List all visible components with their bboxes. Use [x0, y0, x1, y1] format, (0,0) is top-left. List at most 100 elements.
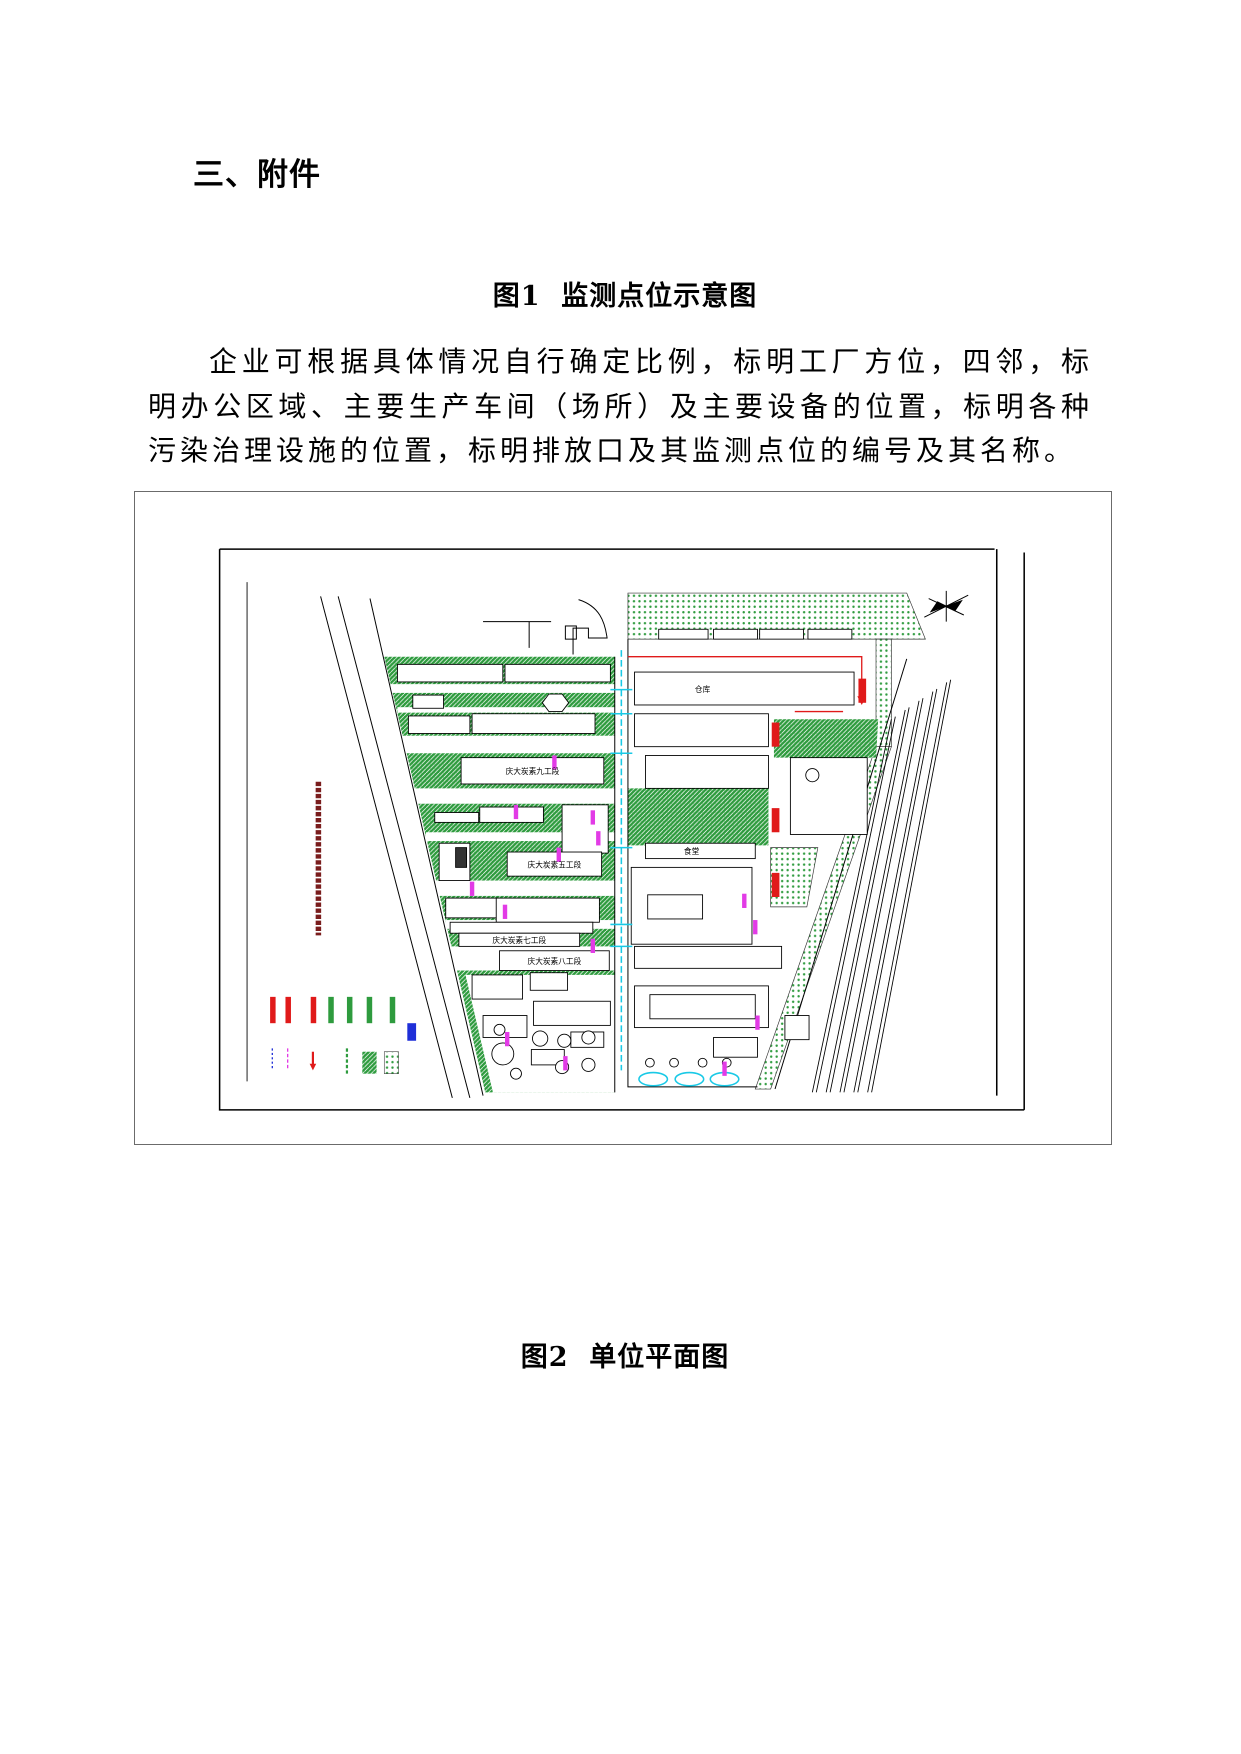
- legend-sample-lawn: [383, 1051, 399, 1074]
- red-marker: [771, 872, 780, 898]
- building: [458, 932, 581, 947]
- building-dark: [455, 847, 468, 868]
- legend-label: [366, 996, 373, 1024]
- figure-1-frame: [134, 491, 1112, 1145]
- building: [495, 897, 600, 923]
- internal-road: [434, 880, 615, 896]
- tank: [510, 1067, 522, 1080]
- gate-structure: [483, 599, 608, 655]
- legend-label: [346, 996, 353, 1024]
- tank: [645, 1057, 655, 1068]
- building: [479, 806, 544, 823]
- monitoring-point-marker: [722, 1061, 727, 1076]
- instruction-line: 污染治理设施的位置，标明排放口及其监测点位的编号及其名称。: [148, 434, 1077, 467]
- railway-rail: [811, 719, 892, 1093]
- monitoring-point-marker: [552, 755, 557, 770]
- building: [471, 974, 524, 1000]
- legend-label: [270, 996, 276, 1024]
- building: [471, 713, 596, 734]
- roads: [320, 596, 908, 1098]
- railway-rail: [839, 700, 920, 1093]
- monitoring-point-marker: [563, 1056, 568, 1071]
- instruction-line: 明办公区域、主要生产车间（场所）及主要设备的位置，标明各种: [148, 389, 1093, 423]
- building-label: 庆大炭素八工段: [528, 956, 582, 966]
- gatehouse: [564, 625, 577, 640]
- building-label: 庆大炭素九工段: [506, 766, 560, 776]
- red-marker: [858, 678, 867, 703]
- building: [460, 757, 605, 785]
- building: [561, 804, 609, 854]
- red-markings: [627, 656, 867, 898]
- tank: [805, 768, 820, 783]
- green-area: [627, 592, 926, 640]
- tank: [697, 1057, 708, 1068]
- monitoring-point-marker: [502, 904, 508, 919]
- drawing-frame: [218, 548, 1025, 1111]
- tank: [581, 1030, 596, 1045]
- legend: [270, 996, 417, 1074]
- railway-rail: [867, 682, 948, 1093]
- building: [506, 851, 603, 877]
- monitoring-point-marker: [590, 938, 596, 953]
- figure-1-instructions: 企业可根据具体情况自行确定比例，标明工厂方位，四邻，标 明办公区域、主要生产车间…: [148, 340, 1093, 474]
- tank: [557, 1033, 572, 1048]
- monitoring-point-marker: [755, 1015, 760, 1030]
- building: [634, 945, 783, 969]
- green-area: [627, 788, 769, 846]
- railway-rail: [857, 688, 938, 1093]
- building: [759, 628, 805, 640]
- internal-road: [397, 707, 615, 713]
- internal-road: [401, 735, 615, 754]
- green-area: [770, 847, 819, 908]
- building: [649, 994, 756, 1020]
- building-label: 庆大炭素七工段: [492, 935, 546, 945]
- tank: [581, 1057, 596, 1072]
- monitoring-points: [469, 755, 760, 1076]
- building: [634, 713, 769, 748]
- railway-rail: [853, 691, 934, 1093]
- frame-line: [218, 549, 1025, 1111]
- building: [533, 1000, 611, 1026]
- legend-label: [310, 996, 317, 1024]
- building: [407, 715, 471, 734]
- building: [789, 757, 868, 835]
- legend-label: [407, 1023, 417, 1041]
- road-edge: [337, 596, 471, 1098]
- road-edge: [369, 598, 484, 1096]
- building: [645, 755, 769, 789]
- red-marker: [771, 808, 780, 833]
- internal-road: [425, 832, 615, 842]
- building: [784, 1015, 810, 1041]
- building: [396, 663, 504, 683]
- building: [434, 812, 480, 823]
- monitoring-point-marker: [505, 1031, 510, 1047]
- building: [499, 950, 610, 971]
- monitoring-point-marker: [590, 810, 596, 825]
- legend-label: [328, 996, 334, 1024]
- figure-2-caption: 图2 单位平面图: [520, 1342, 730, 1373]
- monitoring-point-marker: [596, 831, 601, 846]
- compass-needle: [929, 601, 948, 613]
- tank: [669, 1057, 679, 1068]
- building: [645, 842, 756, 860]
- building: [504, 663, 611, 683]
- legend-sample-greenbelt: [362, 1051, 377, 1074]
- building-label: 仓库: [695, 684, 711, 694]
- railway-tracks: [811, 679, 952, 1093]
- monitoring-point-marker: [513, 804, 519, 820]
- building: [449, 921, 594, 934]
- outfall-ring: [674, 1071, 705, 1087]
- building: [634, 671, 855, 706]
- road-edge: [320, 596, 453, 1098]
- instruction-line: 企业可根据具体情况自行确定比例，标明工厂方位，四邻，标: [209, 345, 1093, 378]
- compass-icon: [924, 590, 969, 622]
- railway-rail: [871, 679, 952, 1093]
- compass-needle: [944, 599, 963, 612]
- buildings: [396, 628, 868, 1080]
- building: [713, 628, 758, 640]
- building-label: 食堂: [684, 846, 700, 856]
- tank: [493, 1023, 506, 1036]
- monitoring-point-marker: [742, 893, 747, 908]
- monitoring-point-marker: [469, 881, 475, 896]
